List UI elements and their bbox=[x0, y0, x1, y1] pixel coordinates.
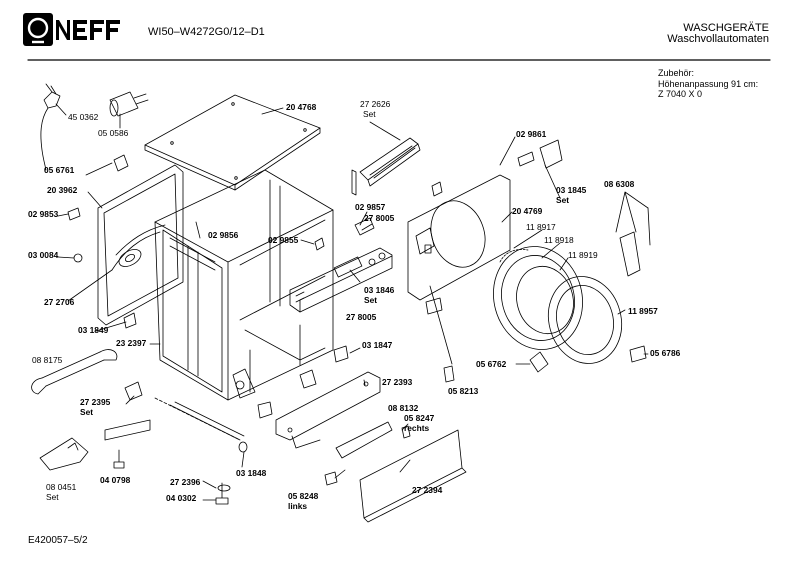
document-code: WI50–W4272G0/12–D1 bbox=[148, 26, 265, 38]
neff-logo bbox=[22, 12, 122, 48]
accessories-heading: Zubehör: bbox=[658, 68, 695, 78]
part-label-272706: 27 2706 bbox=[44, 297, 75, 307]
part-label-058247-rechts: rechts bbox=[404, 423, 430, 433]
part-label-058248-links: links bbox=[288, 501, 308, 511]
part-label-029861: 02 9861 bbox=[516, 129, 547, 139]
accessories-part-number: Z 7040 X 0 bbox=[658, 89, 703, 99]
part-label-272396: 27 2396 bbox=[170, 477, 201, 487]
part-label-040798: 04 0798 bbox=[100, 475, 131, 485]
part-label-031847: 03 1847 bbox=[362, 340, 393, 350]
part-label-204769: 20 4769 bbox=[512, 206, 543, 216]
part-label-030084: 03 0084 bbox=[28, 250, 59, 260]
part-label-272393: 27 2393 bbox=[382, 377, 413, 387]
part-label-118917: 11 8917 bbox=[526, 222, 556, 232]
part-label-040302: 04 0302 bbox=[166, 493, 197, 503]
part-label-272395: 27 2395 bbox=[80, 397, 111, 407]
part-label-272394: 27 2394 bbox=[412, 485, 443, 495]
subcategory-title: Waschvollautomaten bbox=[667, 33, 769, 45]
part-label-086308: 08 6308 bbox=[604, 179, 635, 189]
part-label-029853: 02 9853 bbox=[28, 209, 59, 219]
part-label-118919: 11 8919 bbox=[568, 250, 598, 260]
accessories-note: Zubehör: Höhenanpassung 91 cm: Z 7040 X … bbox=[658, 68, 758, 100]
part-label-088132: 08 8132 bbox=[388, 403, 419, 413]
part-label-056761: 05 6761 bbox=[44, 165, 75, 175]
part-label-031848: 03 1848 bbox=[236, 468, 267, 478]
part-label-204768: 20 4768 bbox=[286, 102, 317, 112]
accessories-height-adjust: Höhenanpassung 91 cm: bbox=[658, 78, 759, 89]
part-label-050586: 05 0586 bbox=[98, 128, 129, 138]
footer-code: E420057–5/2 bbox=[28, 535, 88, 546]
part-label-118957: 11 8957 bbox=[628, 306, 658, 316]
part-label-056762: 05 6762 bbox=[476, 359, 507, 369]
part-label-031845: 03 1845 bbox=[556, 185, 587, 195]
part-label-203962: 20 3962 bbox=[47, 185, 78, 195]
part-label-029857: 02 9857 bbox=[355, 202, 386, 212]
part-label-118918: 11 8918 bbox=[544, 235, 574, 245]
part-label-029855: 02 9855 bbox=[268, 235, 299, 245]
part-label-058247: 05 8247 bbox=[404, 413, 435, 423]
part-label-080451-set: Set bbox=[46, 492, 59, 502]
part-label-031846-set: Set bbox=[364, 295, 378, 305]
part-label-056786: 05 6786 bbox=[650, 348, 681, 358]
part-label-272395-set: Set bbox=[80, 407, 94, 417]
part-label-278005-lower: 27 8005 bbox=[346, 312, 377, 322]
part-label-031846: 03 1846 bbox=[364, 285, 395, 295]
category-title: WASCHGERÄTE bbox=[683, 22, 769, 34]
part-label-450362: 45 0362 bbox=[68, 112, 99, 122]
part-label-029856: 02 9856 bbox=[208, 230, 239, 240]
part-label-058248: 05 8248 bbox=[288, 491, 319, 501]
part-label-088175: 08 8175 bbox=[32, 355, 63, 365]
part-label-058213: 05 8213 bbox=[448, 386, 479, 396]
part-label-031849: 03 1849 bbox=[78, 325, 109, 335]
part-label-080451: 08 0451 bbox=[46, 482, 77, 492]
part-label-232397: 23 2397 bbox=[116, 338, 147, 348]
part-label-272626: 27 2626 bbox=[360, 99, 391, 109]
part-label-031845-set: Set bbox=[556, 195, 570, 205]
part-label-272626-set: Set bbox=[363, 109, 376, 119]
part-label-278005-upper: 27 8005 bbox=[364, 213, 395, 223]
